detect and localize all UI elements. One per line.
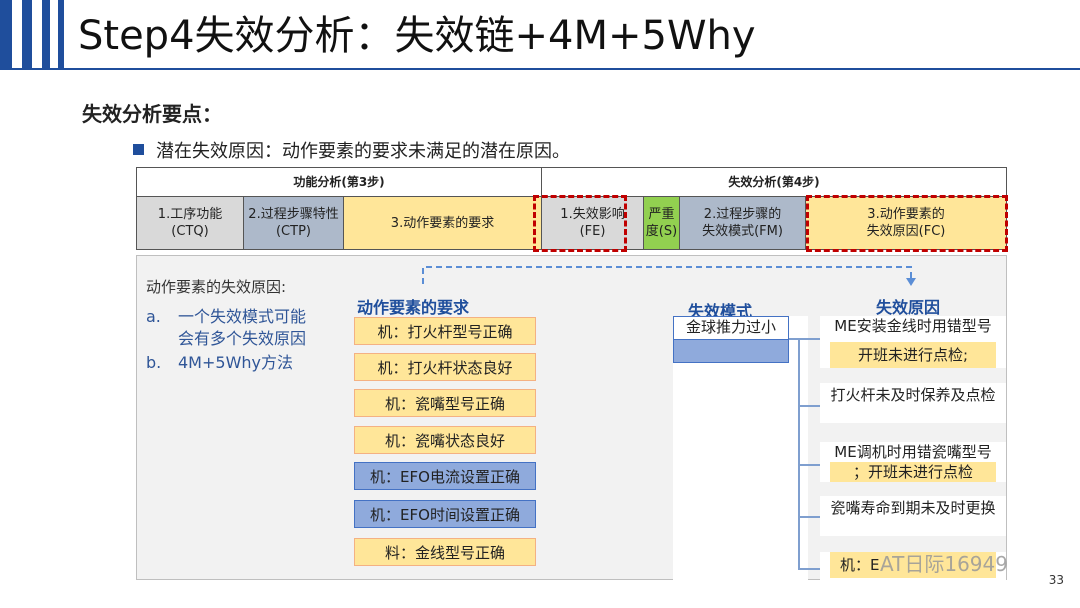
- failure-cause-heading: 失效原因: [876, 298, 941, 317]
- cell-text: (CTP): [275, 224, 311, 239]
- cell-text: (FE): [579, 224, 606, 239]
- cause-text: 开班未进行点检;: [830, 342, 996, 368]
- cell-text: 度(S): [645, 224, 678, 239]
- table-cell-ctq: 1.工序功能 (CTQ): [136, 196, 244, 250]
- cell-text: 严重: [648, 207, 675, 222]
- point-b-label: b.: [146, 353, 162, 372]
- table-cell-ctp: 2.过程步骤特性 (CTP): [243, 196, 344, 250]
- cause-text: ME安装金线时用错型号: [834, 317, 992, 335]
- highlight-dashed-fc: [806, 195, 1008, 252]
- page-number: 33: [1048, 573, 1064, 587]
- failure-mode-box-fill: [673, 339, 789, 363]
- table-header-failure: 失效分析(第4步): [541, 167, 1007, 197]
- cell-text: 1.失效影响: [560, 207, 625, 222]
- square-bullet-icon: [133, 144, 144, 155]
- cell-text: 2.过程步骤特性: [248, 207, 339, 222]
- failure-mode-box: 金球推力过小: [673, 316, 789, 340]
- dashed-connector-arrow: [422, 266, 916, 286]
- cell-text: (CTQ): [171, 224, 209, 239]
- point-a-line1: 一个失效模式可能: [178, 307, 307, 326]
- point-b-text: 4M+5Why方法: [178, 353, 294, 372]
- requirement-item: 机：EFO电流设置正确: [354, 462, 536, 490]
- requirement-item: 机：瓷嘴型号正确: [354, 389, 536, 417]
- cause-text: 机：E: [830, 552, 996, 578]
- panel-left-title: 动作要素的失效原因:: [146, 278, 287, 296]
- table-header-function: 功能分析(第3步): [136, 167, 542, 197]
- failure-cause-item: 瓷嘴寿命到期未及时更换: [820, 496, 1006, 536]
- table-cell-requirement: 3.动作要素的要求: [343, 196, 542, 250]
- cell-text: 失效原因(FC): [866, 224, 946, 239]
- tree-line: [789, 338, 799, 340]
- cause-text: 打火杆未及时保养及点检: [830, 386, 996, 404]
- requirements-heading: 动作要素的要求: [357, 298, 470, 317]
- tree-line: [798, 568, 820, 570]
- title-bar-stripe: [42, 0, 50, 68]
- requirement-item: 料：金线型号正确: [354, 538, 536, 566]
- title-bar-stripe: [58, 0, 64, 68]
- cause-text: 瓷嘴寿命到期未及时更换: [830, 499, 996, 517]
- highlight-dashed-fe: [533, 195, 627, 252]
- tree-line: [798, 338, 820, 340]
- title-bar-stripe: [0, 0, 12, 68]
- section-heading: 失效分析要点：: [82, 102, 222, 126]
- failure-cause-item: 机：E: [820, 552, 1006, 608]
- requirement-item: 机：打火杆状态良好: [354, 353, 536, 381]
- point-a-label: a.: [146, 307, 161, 326]
- requirement-item: 机：打火杆型号正确: [354, 317, 536, 345]
- cell-text: 2.过程步骤的: [703, 207, 782, 222]
- title-bar-stripe: [22, 0, 32, 68]
- point-a-line2: 会有多个失效原因: [178, 329, 307, 348]
- failure-cause-item: ME调机时用错瓷嘴型号 ；开班未进行点检: [820, 442, 1006, 482]
- tree-line: [798, 338, 800, 570]
- table-cell-severity: 严重 度(S): [643, 196, 680, 250]
- tree-line: [798, 516, 820, 518]
- page-title: Step4失效分析：失效链+4M+5Why: [78, 13, 756, 59]
- cell-text: 3.动作要素的: [867, 207, 945, 222]
- cell-text: 失效模式(FM): [702, 224, 783, 239]
- cause-text: ；开班未进行点检: [830, 462, 996, 482]
- requirement-item: 机：瓷嘴状态良好: [354, 426, 536, 454]
- failure-cause-item: ME安装金线时用错型号 开班未进行点检;: [820, 316, 1006, 368]
- bullet-text: 潜在失效原因：动作要素的要求未满足的潜在原因。: [156, 141, 570, 162]
- watermark: AT日际16949: [880, 552, 1008, 576]
- tree-line: [798, 405, 820, 407]
- cell-text: 1.工序功能: [157, 207, 223, 222]
- cause-text: ME调机时用错瓷嘴型号: [834, 443, 992, 461]
- tree-line: [798, 464, 820, 466]
- table-cell-fm: 2.过程步骤的 失效模式(FM): [679, 196, 806, 250]
- requirement-item: 机：EFO时间设置正确: [354, 500, 536, 528]
- title-rule: [0, 68, 1080, 70]
- failure-mode-column: [673, 316, 808, 608]
- failure-cause-item: 打火杆未及时保养及点检: [820, 383, 1006, 423]
